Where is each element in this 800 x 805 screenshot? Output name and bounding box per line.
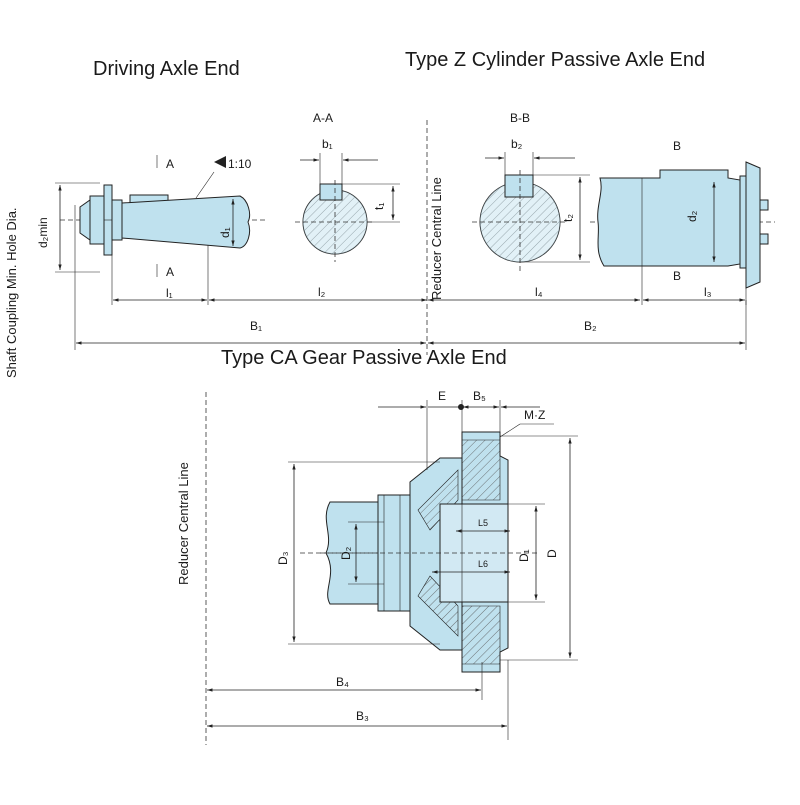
type-ca-gear-assembly [300,431,540,673]
title-type-z: Type Z Cylinder Passive Axle End [405,49,705,71]
type-z-mark-bottom: B [673,269,681,283]
section-aa-b1-label: b₁ [322,137,333,151]
section-bb-l4-label: l₄ [535,285,543,299]
section-bb-title: B-B [510,111,530,125]
label-reducer-central-bottom: Reducer Central Line [176,462,191,585]
overall-b1-label: B₁ [250,319,262,333]
section-bb-t2-label: t₂ [561,214,575,222]
type-ca-mz-label: M·Z [524,408,545,422]
driving-section-mark-bottom: A [166,265,174,279]
type-ca-l6-label: L6 [478,559,488,569]
section-aa-title: A-A [313,111,333,125]
type-ca-b5-label: B₅ [473,389,486,403]
section-aa-t1-label: t₁ [372,203,386,210]
driving-taper-label: 1:10 [228,157,252,171]
type-ca-l5-label: L5 [478,518,488,528]
title-type-ca: Type CA Gear Passive Axle End [221,347,507,369]
overall-b2-label: B₂ [584,319,597,333]
type-ca-e-label: E [438,389,446,403]
driving-section-mark-top: A [166,157,174,171]
label-reducer-central-top: Reducer Central Line [429,177,444,300]
driving-d1-label: d₁ [218,227,232,238]
type-ca-d3-label: D₃ [276,551,290,565]
title-driving-axle-end: Driving Axle End [93,58,240,80]
type-z-d2-label: d₂ [685,210,699,222]
section-bb-view [472,170,568,272]
type-ca-b3-label: B₃ [356,709,369,723]
section-aa-view [295,180,375,262]
type-ca-d1-label: D₁ [517,549,531,562]
label-shaft-coupling: Shaft Coupling Min. Hole Dia. [4,207,19,378]
type-z-l3-label: l₃ [704,285,712,299]
driving-l1-label: l₁ [166,286,173,300]
type-z-mark-top: B [673,139,681,153]
driving-axle-shaft [60,184,265,256]
type-ca-b4-label: B₄ [336,675,349,689]
type-z-shaft [590,161,775,289]
type-ca-d-label: D [545,549,559,558]
type-ca-d2-label: D₂ [339,546,353,560]
section-aa-l2-label: l₂ [318,285,326,299]
section-bb-b2-label: b₂ [511,137,523,151]
driving-d2min-label: d₂min [36,217,50,248]
